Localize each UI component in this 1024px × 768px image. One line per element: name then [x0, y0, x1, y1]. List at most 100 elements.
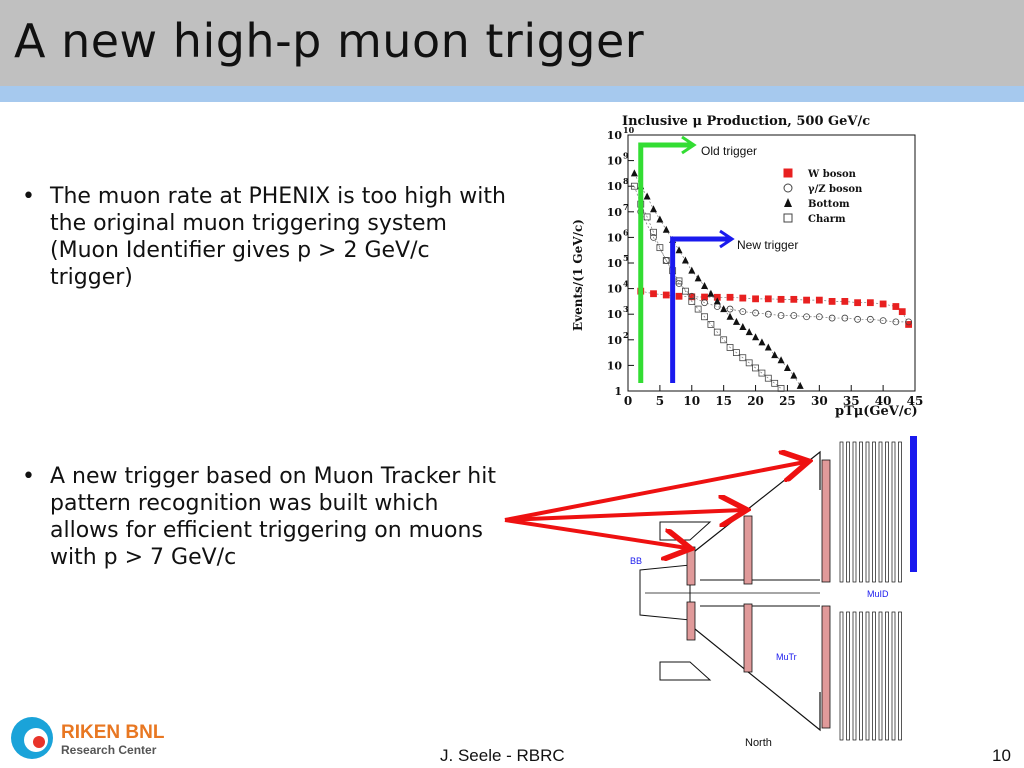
y-tick-label: 10 [607, 231, 623, 244]
bottom-point [675, 246, 683, 254]
mutr-station-2 [743, 603, 753, 673]
bottom-point [656, 215, 664, 223]
bottom-point [796, 381, 804, 389]
muid-plane [865, 441, 870, 583]
x-tick-label: 30 [811, 394, 828, 408]
muid-plane [846, 611, 850, 741]
charm-point [682, 287, 689, 295]
logo-line-1: RIKEN BNL [61, 722, 165, 743]
bottom-point [752, 333, 760, 341]
z-point [777, 312, 785, 319]
z-curve [640, 211, 909, 323]
new-trigger-label: New trigger [737, 238, 798, 252]
bullet-1: • The muon rate at PHENIX is too high wi… [22, 183, 506, 323]
charm-point [688, 297, 696, 305]
y-tick-label: 10 [607, 155, 623, 168]
bottom-point [688, 266, 696, 274]
z-point [726, 305, 734, 313]
x-tick-label: 40 [875, 394, 892, 408]
x-tick-label: 5 [656, 394, 664, 408]
arrow-to-station-3 [504, 462, 805, 522]
old-trigger-label: Old trigger [701, 144, 757, 158]
z-point [828, 314, 836, 322]
bullet-dot: • [22, 464, 35, 489]
w-point [675, 292, 683, 300]
legend-marker [784, 198, 792, 207]
w-point [752, 295, 759, 303]
mutr-station-3 [821, 459, 831, 583]
z-point [739, 308, 747, 316]
bullet-2-text: A new trigger based on Muon Tracker hit … [50, 464, 496, 570]
bottom-point [758, 338, 766, 346]
charm-point [656, 244, 664, 252]
z-point [879, 317, 887, 325]
x-tick-label: 45 [907, 394, 924, 408]
charm-point [675, 277, 683, 285]
footer-page-number: 10 [992, 746, 1011, 765]
legend-label: W boson [807, 169, 857, 180]
logo-line-2: Research Center [61, 743, 157, 757]
y-tick-label: 10 [607, 334, 623, 347]
old-trigger-arrowhead [681, 135, 697, 155]
y-tick-label: 10 [607, 257, 623, 270]
charm-point [643, 213, 651, 221]
label-muid: MuID [867, 589, 889, 599]
bottom-point [764, 343, 772, 351]
plot-ylabel: Events/(1 GeV/c) [571, 219, 585, 331]
charm-point [726, 344, 734, 351]
bottom-point [732, 317, 740, 325]
label-bb: BB [630, 556, 642, 566]
w-point [764, 295, 772, 303]
muid-plane [839, 441, 844, 583]
z-point [790, 312, 798, 319]
muid-plane [872, 611, 876, 741]
bottom-point [707, 289, 715, 297]
charm-point [771, 379, 779, 387]
title-bar: A new high-p muon trigger [0, 0, 1024, 86]
w-point [815, 296, 823, 304]
x-tick-label: 10 [683, 394, 700, 408]
arrow-to-station-2 [504, 510, 743, 520]
w-point [777, 295, 785, 303]
z-point [688, 292, 696, 300]
bottom-point [745, 328, 753, 336]
footer-author: J. Seele - RBRC [440, 746, 565, 765]
charm-point [650, 228, 657, 236]
muid-plane [891, 611, 896, 741]
y-tick-exponent: 4 [623, 279, 629, 289]
z-point [803, 313, 810, 321]
y-tick-exponent: 9 [623, 151, 629, 161]
old-trigger-arrow [638, 142, 692, 383]
detector-diagram: BB MuID MuTr North [500, 430, 930, 752]
charm-point [764, 374, 772, 382]
legend-marker [783, 183, 793, 193]
w-point [650, 290, 657, 298]
w-point [790, 295, 798, 303]
plot-xlabel: pTμ(GeV/c) [835, 404, 918, 419]
w-point [662, 291, 670, 299]
y-tick-exponent: 8 [623, 176, 629, 186]
muid-plane [891, 441, 896, 583]
z-point [764, 310, 772, 318]
w-point [905, 321, 913, 328]
charm-point [745, 359, 753, 367]
mutr-station-1 [686, 601, 696, 641]
bottom-point [739, 323, 747, 330]
x-tick-label: 0 [624, 394, 632, 408]
muid-plane [865, 611, 870, 741]
arrow-to-station-1 [504, 518, 687, 548]
bottom-point [662, 225, 670, 233]
z-point [905, 318, 913, 326]
magnet-piece [659, 661, 712, 681]
charm-point [707, 321, 715, 328]
legend-label: Bottom [808, 199, 850, 210]
bottom-point [701, 282, 709, 290]
bottom-point [713, 297, 721, 305]
charm-point [630, 182, 638, 190]
charm-point [662, 257, 670, 264]
plot-title: Inclusive μ Production, 500 GeV/c [622, 114, 870, 129]
muid-plane [859, 611, 863, 741]
w-point [898, 308, 906, 316]
label-north: North [745, 737, 772, 749]
charm-point [777, 385, 785, 392]
